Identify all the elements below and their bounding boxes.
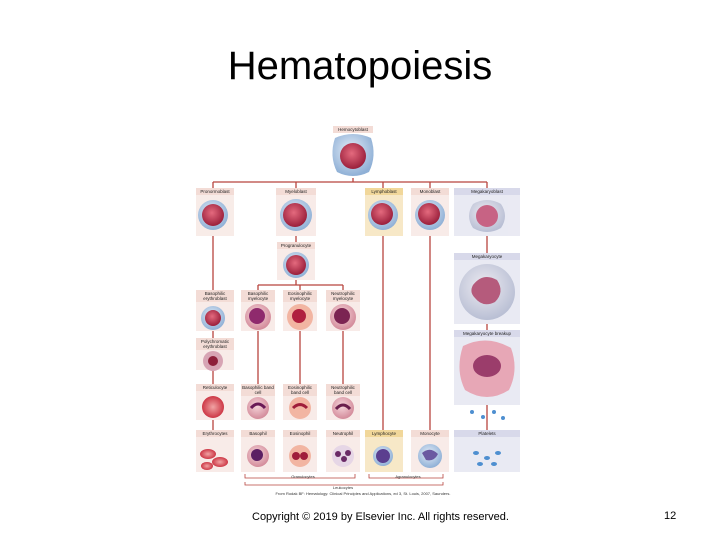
label-progranulocyte: Progranulocyte — [280, 243, 312, 248]
figure-credit: From Rodak BF: Hematology: Clinical Prin… — [275, 491, 451, 496]
hematopoiesis-diagram: Hemocytoblast Pronormoblast Myeloblast L… — [193, 120, 526, 502]
page-number: 12 — [664, 510, 677, 522]
megakaryocyte-cell — [459, 264, 515, 320]
connector-lines — [212, 178, 488, 432]
monocyte-cell — [418, 444, 442, 468]
basophilic-erythroblast-cell — [201, 306, 225, 330]
label-eosinophilic-band-cell: Eosinophilic band cell — [287, 385, 312, 395]
platelets-cells — [473, 451, 501, 466]
megakaryoblast-cell — [469, 200, 505, 232]
pronormoblast-cell — [198, 200, 228, 230]
label-megakaryocyte: Megakaryocyte — [471, 254, 503, 259]
hemocytoblast-cell — [332, 134, 374, 176]
basophil-cell — [247, 445, 269, 467]
label-lymphocyte: Lymphocyte — [371, 431, 397, 436]
label-granulocytes: Granulocytes — [291, 474, 315, 479]
label-agranulocytes: Agranulocytes — [395, 474, 421, 479]
myeloblast-cell — [280, 199, 312, 231]
neutrophilic-band-cell — [332, 397, 354, 419]
megakaryocyte-breakup-cell — [459, 340, 515, 420]
neutrophilic-myelocyte-cell — [330, 304, 356, 330]
label-pronormoblast: Pronormoblast — [200, 189, 230, 194]
label-monocyte: Monocyte — [420, 431, 440, 436]
label-eosinophil: Eosinophil — [289, 431, 311, 436]
label-neutrophilic-band-cell: Neutrophilic band cell — [331, 385, 355, 395]
label-erythrocytes: Erythrocytes — [202, 431, 228, 436]
lymphocyte-cell — [373, 446, 393, 466]
basophilic-myelocyte-cell — [245, 304, 271, 330]
eosinophilic-myelocyte-cell — [287, 304, 313, 330]
slide-title: Hematopoiesis — [227, 44, 493, 88]
eosinophilic-band-cell — [289, 397, 311, 419]
label-megakaryoblast: Megakaryoblast — [471, 189, 503, 194]
eosinophil-cell — [289, 445, 311, 467]
label-platelets: Platelets — [478, 431, 496, 436]
neutrophil-cell — [332, 445, 354, 467]
label-boxes — [196, 126, 520, 437]
label-basophilic-band-cell: Basophilic band cell — [242, 385, 274, 395]
group-brackets — [244, 474, 444, 486]
label-myeloblast: Myeloblast — [285, 189, 307, 194]
label-megakaryocyte-breakup: Megakaryocyte breakup — [462, 331, 512, 336]
label-basophilic-erythroblast: Basophilic erythroblast — [203, 291, 227, 301]
basophilic-band-cell — [247, 397, 269, 419]
progranulocyte-cell — [283, 252, 309, 278]
label-monoblast: Monoblast — [419, 189, 441, 194]
polychromatic-erythroblast-cell — [203, 351, 223, 371]
erythrocytes-cells — [200, 449, 228, 470]
label-lymphoblast: Lymphoblast — [371, 189, 397, 194]
copyright-text: Copyright © 2019 by Elsevier Inc. All ri… — [252, 511, 509, 523]
lymphoblast-cell — [368, 200, 398, 230]
label-reticulocyte: Reticulocyte — [202, 385, 228, 390]
diagram-svg — [196, 126, 520, 486]
label-eosinophilic-myelocyte: Eosinophilic myelocyte — [287, 291, 312, 301]
label-neutrophil: Neutrophil — [332, 431, 354, 436]
label-basophil: Basophil — [249, 431, 267, 436]
label-leukocytes: Leukocytes — [332, 485, 354, 490]
reticulocyte-cell — [202, 396, 224, 418]
monoblast-cell — [415, 200, 445, 230]
label-polychromatic-erythroblast: Polychromatic erythroblast — [200, 339, 230, 349]
label-hemocytoblast: Hemocytoblast — [338, 127, 368, 132]
label-basophilic-myelocyte: Basophilic myelocyte — [247, 291, 269, 301]
label-neutrophilic-myelocyte: Neutrophilic myelocyte — [331, 291, 355, 301]
